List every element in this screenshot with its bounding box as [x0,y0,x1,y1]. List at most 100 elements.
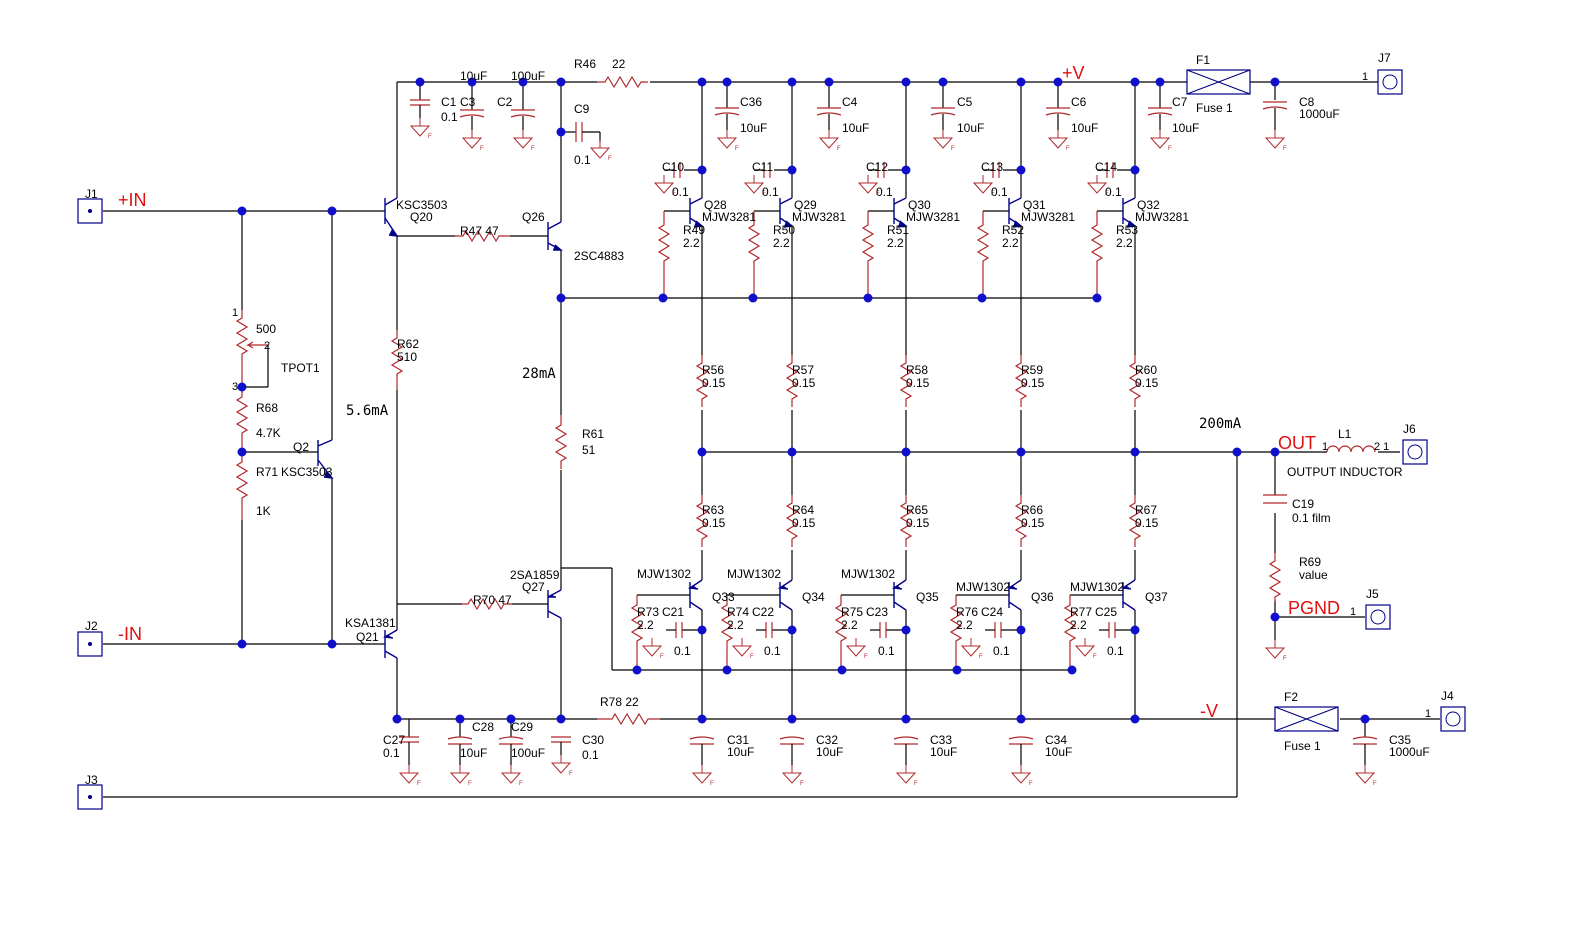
r73-ref: R73 [637,605,659,619]
c3-value: 10uF [460,69,487,83]
c7-value: 10uF [1172,121,1199,135]
c6-ref: C6 [1071,95,1087,109]
junction-dot [787,625,797,635]
c8-value: 1000uF [1299,107,1340,121]
r63-ref: R63 [702,503,724,517]
r53-value: 2.2 [1116,236,1133,250]
r61-value: 51 [582,443,596,457]
c28-value: 10uF [460,746,487,760]
pos-rail-cap-3 [930,82,956,153]
r69-ref: R69 [1299,555,1321,569]
junction-dot [237,382,247,392]
c1-ref: C1 [441,95,457,109]
junction-dot [787,165,797,175]
r60-resistor [1128,355,1142,407]
r53-resistor [1090,211,1104,299]
f2-value: Fuse 1 [1284,739,1321,753]
r78-ref: R78 22 [600,695,639,709]
junction-dot [1016,714,1026,724]
r75-resistor [834,595,848,670]
tpot-pin2: 2 [264,340,270,352]
q21-ref: Q21 [356,630,379,644]
c25-value: 0.1 [1107,644,1124,658]
r49-resistor [657,211,671,299]
junction-dot [415,77,425,87]
r46-ref: R46 [574,57,596,71]
q31-ref: Q31 [1023,198,1046,212]
neg-rail-cap-2 [779,736,805,788]
junction-dots [237,77,1370,724]
q34-transistor [777,579,793,611]
r64-value: 0.15 [792,516,816,530]
l1-ref: L1 [1338,427,1352,441]
junction-dot [1130,77,1140,87]
f1-ref: F1 [1196,53,1210,67]
junction-dot [467,77,477,87]
neg-v-label: -V [1200,701,1218,721]
c32-ref: C32 [816,733,838,747]
r67-resistor [1128,495,1142,547]
junction-dot [556,293,566,303]
q33-part: MJW1302 [637,567,691,581]
r74-ref: R74 [727,605,749,619]
r57-ref: R57 [792,363,814,377]
r69-value: value [1299,568,1328,582]
pos-rail-cap-4 [1045,82,1071,153]
q33-ref: Q33 [712,590,735,604]
r52-value: 2.2 [1002,236,1019,250]
c9-capacitor [575,122,613,163]
r68-value: 4.7K [256,426,281,440]
q30-ref: Q30 [908,198,931,212]
r63-value: 0.15 [702,516,726,530]
tpot1-resistor [235,310,249,393]
c5-value: 10uF [957,121,984,135]
q32-part: MJW3281 [1135,210,1189,224]
r58-resistor [899,355,913,407]
r75-ref: R75 [841,605,863,619]
junction-dot [1067,665,1077,675]
c19-value: 0.1 film [1292,511,1331,525]
r49-ref: R49 [683,223,705,237]
r61-ref: R61 [582,427,604,441]
c3-ref: C3 [460,95,476,109]
r46-resistor [597,75,648,89]
r73-value: 2.2 [637,618,654,632]
l1-desc: OUTPUT INDUCTOR [1287,465,1403,479]
c25-ref: C25 [1095,605,1117,619]
r60-ref: R60 [1135,363,1157,377]
q32-ref: Q32 [1137,198,1160,212]
r51-value: 2.2 [887,236,904,250]
c19-ref: C19 [1292,497,1314,511]
junction-dot [977,293,987,303]
junction-dot [455,714,465,724]
q2-transistor [317,439,334,479]
r62-value: 510 [397,350,417,364]
j2-label: J2 [85,619,98,633]
junction-dot [1270,77,1280,87]
c21-ref: C21 [662,605,684,619]
q20-ref: Q20 [410,210,433,224]
junction-dot [901,77,911,87]
q35-ref: Q35 [916,590,939,604]
q35-part: MJW1302 [841,567,895,581]
f1-value: Fuse 1 [1196,101,1233,115]
j5-connector [1365,604,1391,630]
junction-dot [837,665,847,675]
c27-ref: C27 [383,733,405,747]
q36-ref: Q36 [1031,590,1054,604]
pos-in-label: +IN [118,190,147,210]
r74-resistor [720,595,734,670]
r71-value: 1K [256,504,271,518]
q35-transistor [891,579,907,611]
c27-value: 0.1 [383,746,400,760]
q20-transistor [384,197,399,237]
tpot-pin1: 1 [232,307,238,319]
j4-label: J4 [1441,689,1454,703]
tpot-ref: TPOT1 [281,361,320,375]
junction-dot [901,165,911,175]
c13-value: 0.1 [991,185,1008,199]
junction-dot [1016,77,1026,87]
neg-rail-cap-1 [689,736,715,788]
c24-ref: C24 [981,605,1003,619]
c14-ref: C14 [1095,160,1117,174]
